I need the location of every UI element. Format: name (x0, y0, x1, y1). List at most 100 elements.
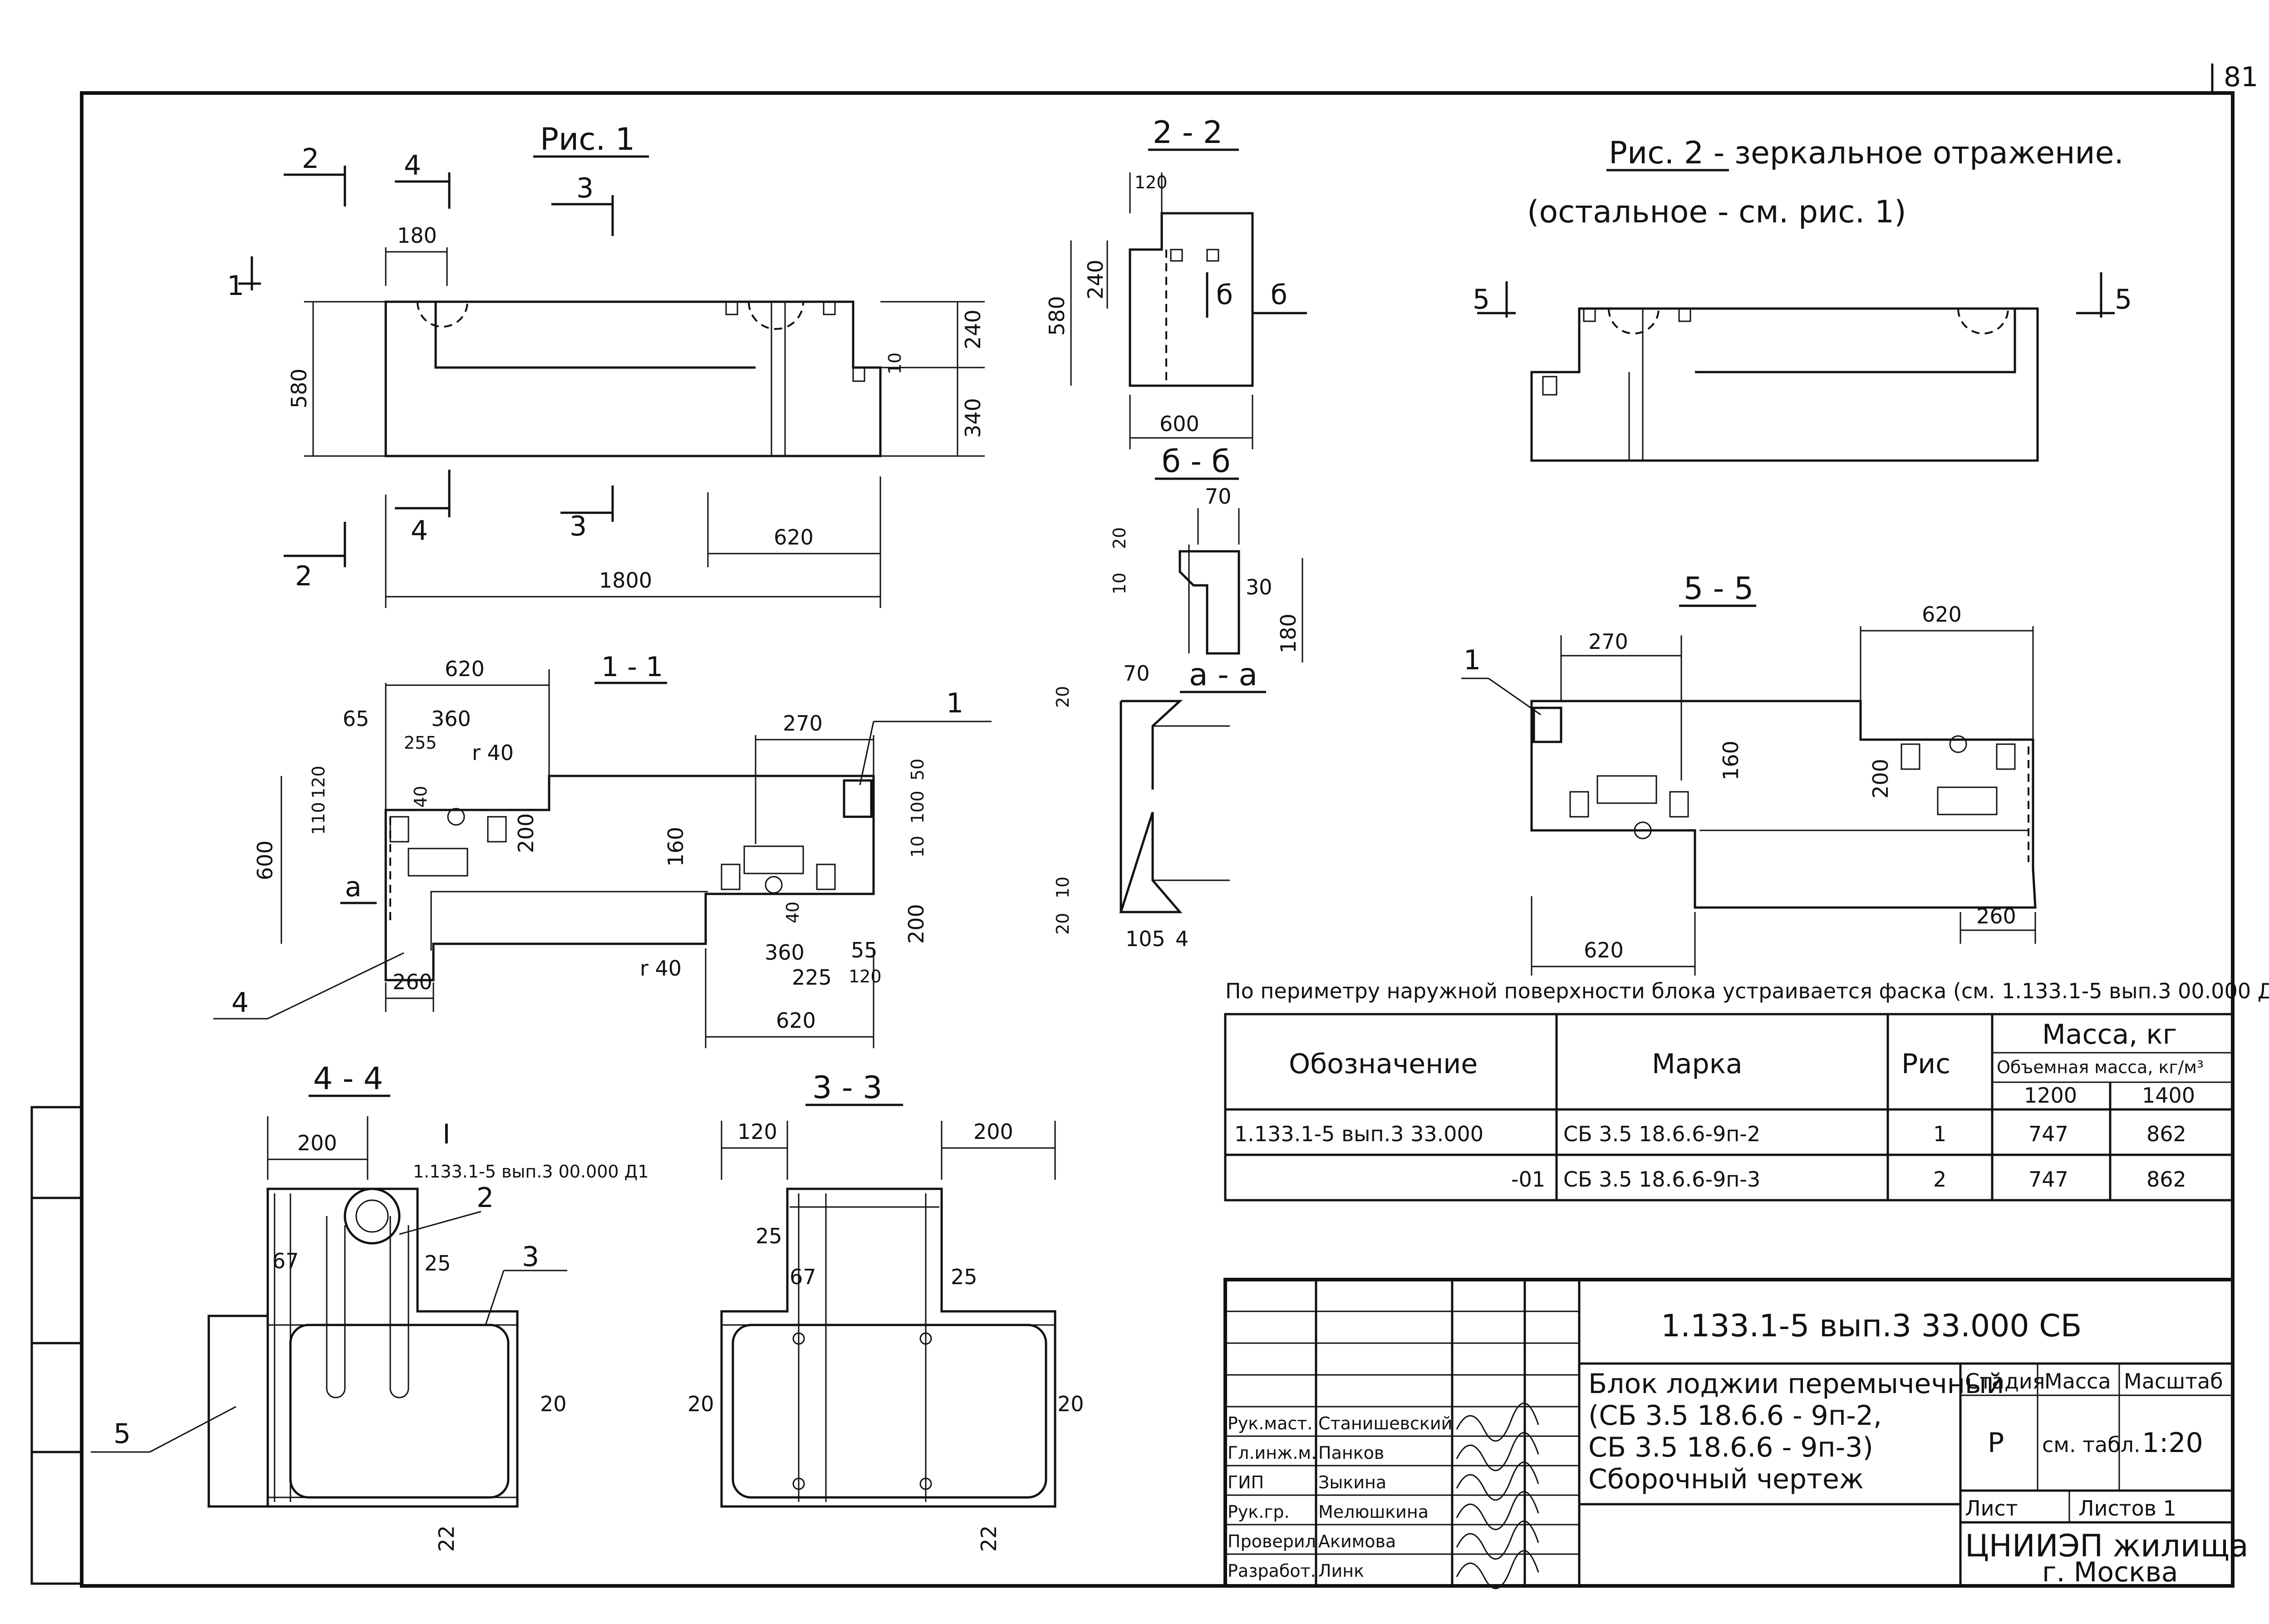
cut-4-top: 4 (404, 150, 421, 182)
title-name-line4: Сборочный чертеж (1588, 1463, 1864, 1495)
dim-620-s11-bottom: 620 (776, 1008, 816, 1033)
dim-20-aa: 20 (1053, 686, 1073, 708)
sheets-label: Листов 1 (2078, 1496, 2176, 1521)
radius-40-top: r 40 (472, 741, 514, 765)
dim-270-s55: 270 (1588, 629, 1628, 654)
cut-5-left: 5 (1473, 284, 1490, 315)
stage-label: Стадия (1965, 1369, 2045, 1393)
dim-200-s11-right: 200 (904, 904, 928, 944)
dim-20-s33-right: 20 (1057, 1392, 1084, 1416)
spec-row2-designation: -01 (1511, 1167, 1545, 1192)
leader-4: 4 (231, 987, 249, 1019)
spec-header-d1: 1200 (2024, 1083, 2077, 1108)
fig1-front-view: Рис. 1 180 580 240 340 10 620 1800 (227, 122, 985, 608)
dim-200-s44: 200 (297, 1131, 337, 1155)
dim-100: 100 (908, 790, 928, 824)
spec-header-fig: Рис (1901, 1048, 1950, 1080)
section-5-5: 5 - 5 270 620 160 200 620 260 1 (1461, 571, 2037, 976)
mark-b-left: б (1216, 279, 1233, 311)
dim-40-left: 40 (411, 786, 431, 808)
spec-row1-fig: 1 (1933, 1122, 1946, 1146)
dim-120-s22: 120 (1134, 172, 1168, 192)
dim-40-right: 40 (783, 902, 803, 923)
dim-340: 340 (961, 398, 985, 438)
dim-25-s33-left: 25 (756, 1224, 782, 1248)
leader-3: 3 (522, 1241, 539, 1273)
staff-role-2: Гл.инж.м. (1228, 1443, 1316, 1463)
spec-table: Обозначение Марка Рис Масса, кг Объемная… (1224, 1013, 2234, 1202)
sheet-frame: 81 (30, 61, 2258, 1588)
spec-header-mark: Марка (1652, 1048, 1743, 1080)
leader-1-s55: 1 (1464, 644, 1481, 676)
cut-1: 1 (227, 270, 244, 302)
dim-67-s33: 67 (790, 1265, 816, 1289)
staff-name-1: Станишевский (1318, 1413, 1452, 1433)
leader-1-s11: 1 (946, 687, 963, 719)
dim-120-s11-bottom: 120 (849, 967, 882, 986)
dim-67-s44: 67 (272, 1249, 299, 1273)
fig2-title: Рис. 2 - зеркальное отражение. (1609, 135, 2124, 171)
spec-row2-mark: СБ 3.5 18.6.6-9п-3 (1563, 1167, 1760, 1192)
dim-600-s11: 600 (253, 840, 277, 880)
spec-row1-mark: СБ 3.5 18.6.6-9п-2 (1563, 1122, 1760, 1146)
spec-row2-m1: 747 (2028, 1167, 2068, 1192)
dim-360-top: 360 (431, 707, 471, 731)
staff-role-3: ГИП (1228, 1472, 1264, 1492)
dim-20-s33-left: 20 (688, 1392, 714, 1416)
detail-I: I (442, 1119, 451, 1150)
stage-value: Р (1988, 1427, 2004, 1459)
dim-200-s11-mid: 200 (514, 813, 538, 853)
mark-a: а (345, 871, 362, 903)
leader-5: 5 (113, 1418, 131, 1450)
dim-260-s55: 260 (1976, 904, 2016, 928)
dim-360-bottom: 360 (765, 940, 805, 965)
staff-name-5: Акимова (1318, 1531, 1396, 1551)
dim-240-s22: 240 (1083, 260, 1108, 299)
spec-row1-m1: 747 (2028, 1122, 2068, 1146)
dim-22-s44: 22 (434, 1525, 459, 1552)
section-4-4: 4 - 4 200 I 1.133.1-5 вып.3 00.000 Д1 2 … (91, 1061, 649, 1552)
staff-name-2: Панков (1318, 1443, 1384, 1463)
spec-header-density: Объемная масса, кг/м³ (1997, 1057, 2204, 1077)
dim-225: 225 (792, 965, 832, 990)
section-4-4-title: 4 - 4 (313, 1061, 383, 1097)
staff-role-1: Рук.маст. (1228, 1413, 1313, 1433)
dim-20-aa-bottom: 20 (1053, 913, 1073, 935)
mark-b-right: б (1271, 279, 1287, 311)
fig1-title: Рис. 1 (540, 122, 635, 157)
staff-name-4: Мелюшкина (1318, 1502, 1429, 1522)
staff-role-5: Проверил (1228, 1531, 1316, 1551)
staff-role-6: Разработ. (1228, 1561, 1316, 1581)
dim-580-s22: 580 (1045, 296, 1069, 336)
spec-header-d2: 1400 (2142, 1083, 2195, 1108)
section-aa-title: а - а (1189, 657, 1257, 693)
cut-3-bottom: 3 (570, 510, 587, 542)
section-aa-detail: а - а 70 20 10 20 105 4 (1053, 657, 1266, 951)
cut-2-top: 2 (302, 143, 319, 175)
dim-70-bb: 70 (1205, 484, 1232, 509)
dim-200-s55: 200 (1868, 759, 1893, 799)
dim-25-s33-right: 25 (951, 1265, 977, 1289)
dim-20-bb: 20 (1110, 527, 1130, 549)
dim-620-s55-bottom: 620 (1584, 938, 1624, 962)
section-3-3: 3 - 3 120 200 25 67 25 20 20 22 (688, 1070, 1084, 1552)
dim-10-s11: 10 (908, 836, 928, 858)
title-block: 1.133.1-5 вып.3 33.000 СБ Блок лоджии пе… (1223, 1278, 2249, 1590)
staff-role-4: Рук.гр. (1228, 1502, 1290, 1522)
dim-620-s55-top: 620 (1922, 602, 1962, 627)
dim-10-bb: 10 (1110, 573, 1130, 594)
dim-200-s33: 200 (973, 1119, 1013, 1144)
cut-3-top: 3 (576, 172, 594, 204)
dim-1800: 1800 (599, 568, 652, 593)
section-bb-detail: 70 20 10 30 180 (1110, 484, 1303, 662)
dim-10: 10 (885, 353, 905, 374)
dim-160-s55: 160 (1719, 741, 1743, 780)
dim-260-s11: 260 (393, 970, 432, 994)
org-name: ЦНИИЭП жилища (1965, 1528, 2249, 1564)
section-3-3-title: 3 - 3 (812, 1070, 882, 1106)
spec-header-mass: Масса, кг (2042, 1019, 2177, 1050)
dim-120-s33: 120 (737, 1119, 777, 1144)
dim-110: 110 (309, 802, 329, 835)
dim-120-s11: 120 (309, 765, 329, 799)
